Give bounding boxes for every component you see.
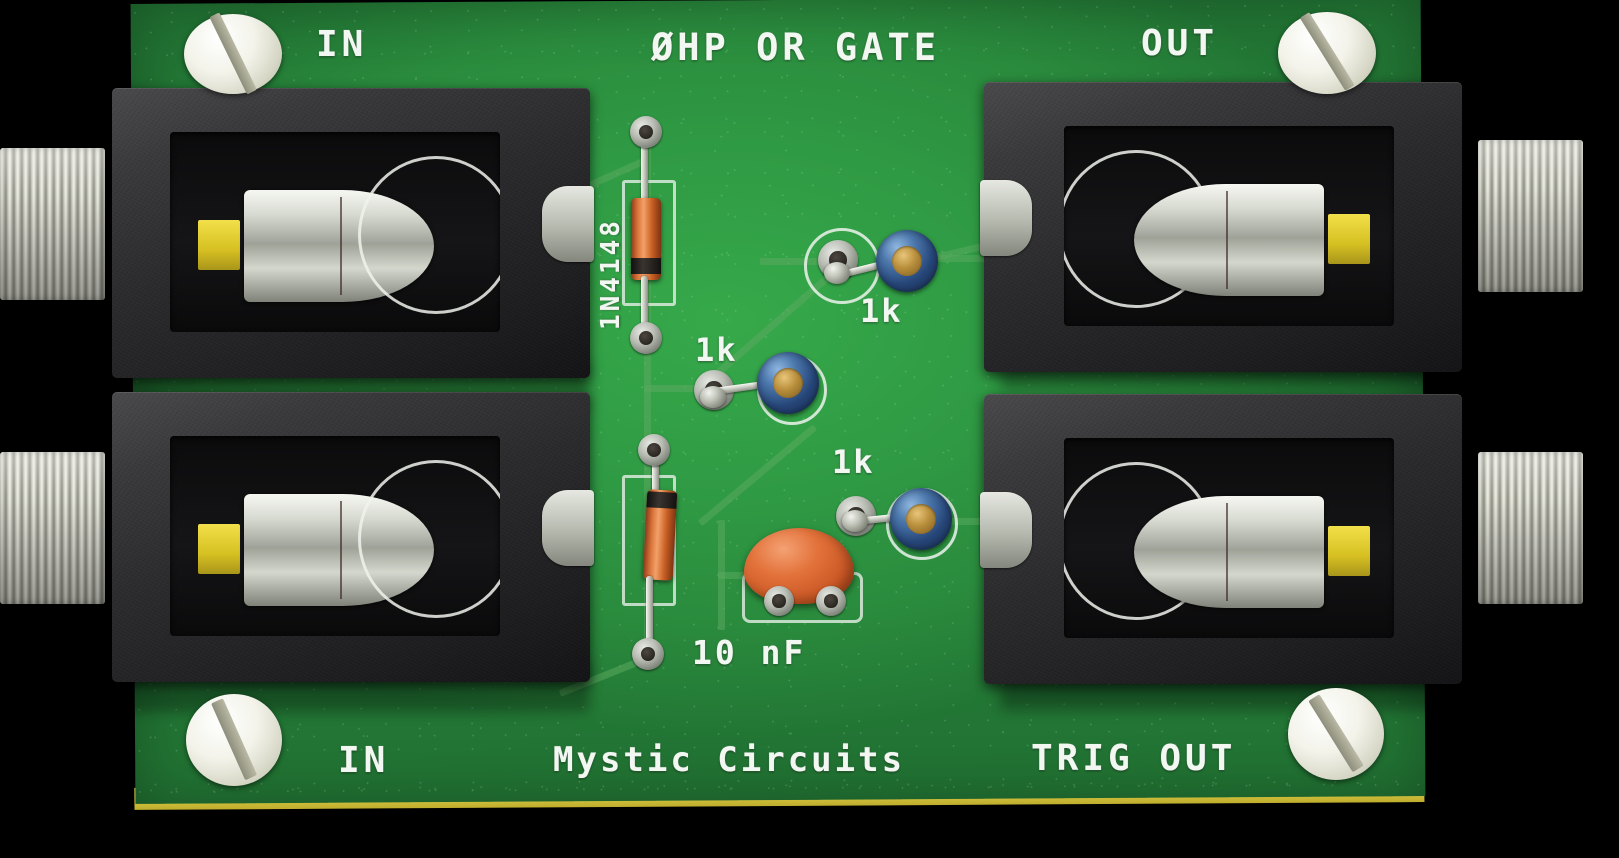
screw-bottom-right — [1288, 688, 1384, 780]
diode-top — [631, 198, 661, 280]
diode-bottom-cathode-band — [646, 491, 678, 509]
jack-in-top-ring — [358, 156, 500, 314]
screw-top-left — [184, 11, 282, 95]
jack-out-top-bushing — [1478, 140, 1583, 292]
jack-in-bottom-contact-right — [542, 490, 594, 566]
diode-bottom-lead-upper — [652, 452, 659, 504]
jack-trig-out-bushing — [1478, 452, 1583, 604]
jack-out-top-seam — [1226, 190, 1228, 290]
screw-top-left-slot — [209, 11, 257, 95]
screw-bottom-left — [186, 694, 282, 786]
jack-trig-out-seam — [1226, 502, 1228, 602]
resistor-bottom-core — [906, 504, 936, 534]
screw-bottom-right-slot — [1308, 693, 1364, 773]
resistor-top-core — [892, 246, 922, 276]
diode-top-pad-upper — [630, 116, 662, 148]
trace-top-to-out — [900, 255, 1030, 262]
resistor-bottom-solder — [842, 510, 868, 532]
screw-top-right-slot — [1299, 12, 1355, 92]
diode-bottom-lead-lower — [646, 576, 653, 644]
jack-trig-out-insulator — [1328, 526, 1370, 576]
jack-trig-out[interactable] — [980, 394, 1462, 684]
jack-in-top[interactable] — [112, 88, 594, 378]
jack-in-top-bushing — [0, 148, 105, 300]
diode-bottom-pad-lower — [632, 638, 664, 670]
jack-out-top-barrel — [1134, 184, 1324, 296]
resistor-top-solder — [824, 262, 850, 284]
silk-outline-diode-top — [622, 180, 676, 306]
jack-in-top-seam — [340, 196, 342, 296]
jack-in-bottom-ring — [358, 460, 500, 618]
capacitor-pad-right — [816, 586, 846, 616]
diode-top-cathode-band — [631, 258, 661, 274]
jack-in-bottom-seam — [340, 500, 342, 600]
diode-top-pad-lower — [630, 322, 662, 354]
capacitor-pad-left — [764, 586, 794, 616]
screw-bottom-left-slot — [210, 697, 258, 781]
jack-out-top-contact-left — [980, 180, 1032, 256]
jack-out-top-window — [1064, 126, 1394, 326]
resistor-middle-core — [773, 368, 803, 398]
diode-bottom — [642, 489, 678, 581]
jack-out-top-insulator — [1328, 214, 1370, 264]
jack-in-bottom-bushing — [0, 452, 105, 604]
jack-trig-out-window — [1064, 438, 1394, 638]
jack-in-bottom[interactable] — [112, 392, 594, 682]
resistor-middle-solder — [700, 386, 726, 408]
jack-trig-out-contact-left — [980, 492, 1032, 568]
jack-in-bottom-insulator — [198, 524, 240, 574]
screw-top-right — [1278, 12, 1376, 94]
diode-top-lead-upper — [641, 142, 648, 202]
jack-in-top-contact-right — [542, 186, 594, 262]
jack-in-top-window — [170, 132, 500, 332]
jack-trig-out-barrel — [1134, 496, 1324, 608]
trace-mid-horizontal — [644, 385, 724, 392]
resistor-top-body — [876, 230, 938, 292]
diode-bottom-pad-upper — [638, 434, 670, 466]
resistor-middle-body — [757, 352, 819, 414]
trace-top-node — [760, 258, 830, 265]
jack-in-top-insulator — [198, 220, 240, 270]
jack-in-bottom-window — [170, 436, 500, 636]
diode-top-lead-lower — [641, 276, 648, 332]
trace-diode-column — [644, 140, 651, 670]
resistor-bottom-body — [890, 488, 952, 550]
jack-out-top[interactable] — [980, 82, 1462, 372]
